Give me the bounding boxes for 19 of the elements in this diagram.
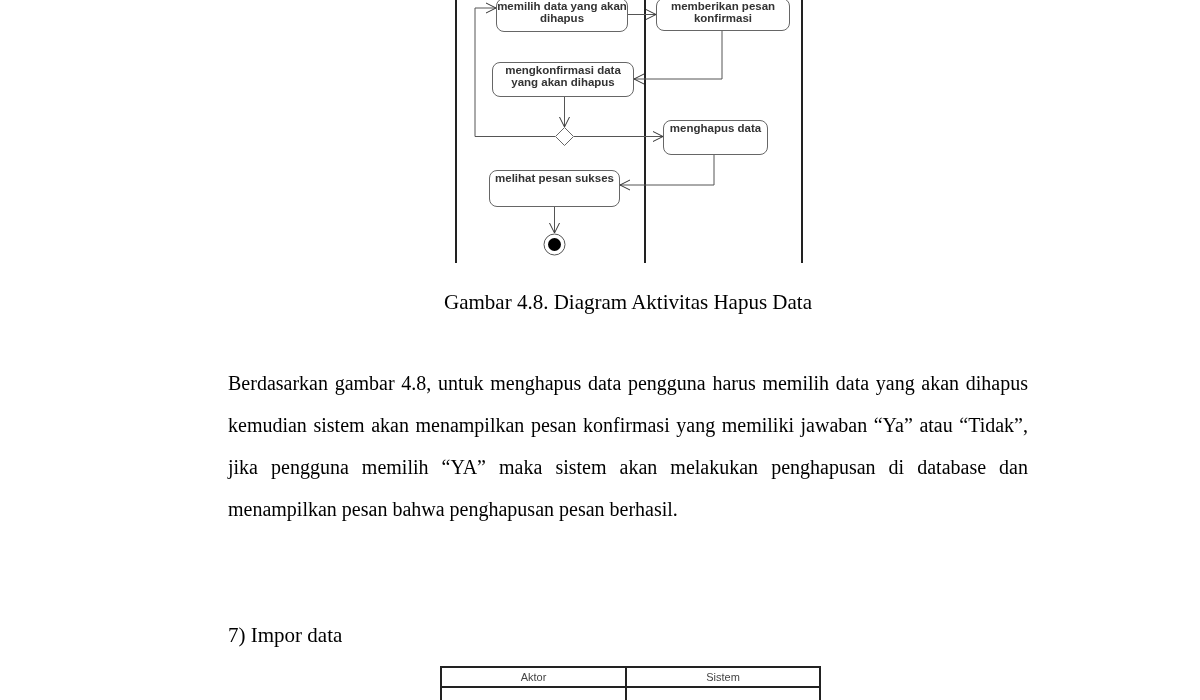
- activity-box: mengkonfirmasi data yang akan dihapus: [492, 62, 634, 97]
- flow-arrow: [549, 206, 560, 234]
- decision-diamond: [555, 127, 574, 146]
- activity-box: menghapus data: [663, 120, 768, 155]
- flow-arrow: [559, 96, 570, 128]
- final-node: [543, 233, 566, 256]
- activity-box: melihat pesan sukses: [489, 170, 620, 207]
- flow-arrow: [573, 131, 664, 142]
- flow-arrow: [619, 154, 715, 191]
- activity-box: memberikan pesan konfirmasi: [656, 0, 790, 31]
- table-header-cell: Aktor: [442, 668, 627, 688]
- flow-arrow: [633, 30, 723, 85]
- table-header-cell: Sistem: [627, 668, 819, 688]
- body-paragraph: Berdasarkan gambar 4.8, untuk menghapus data pengguna harus memilih data yang akan dihapus kemudian sistem akan menampilkan pesan konfirmasi yang memiliki jawaban “Ya” atau “Tidak”, jika pengguna memilih “YA” maka sistem akan melakukan penghapusan di database dan menampilkan pesan bahwa penghapusan pesan berhasil.: [228, 371, 1028, 523]
- flow-arrow: [627, 9, 657, 20]
- figure-caption: Gambar 4.8. Diagram Aktivitas Hapus Data: [443, 289, 813, 316]
- flow-arrow: [474, 2, 556, 137]
- activity-box: memilih data yang akan dihapus: [496, 0, 628, 32]
- section-heading: 7) Impor data: [228, 622, 343, 649]
